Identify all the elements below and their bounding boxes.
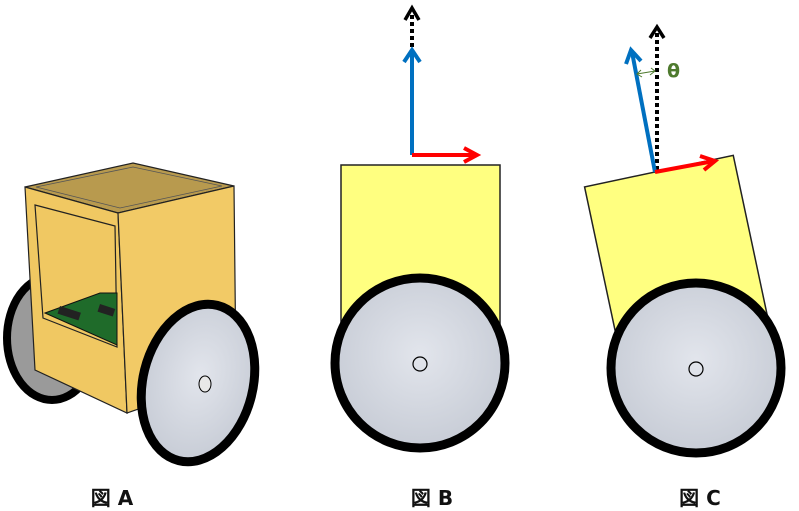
figure-c-tilted <box>583 23 786 458</box>
theta-label: θ <box>667 60 681 82</box>
horizontal-axis-c <box>654 159 715 174</box>
caption-figure-a: 図 A <box>90 486 134 510</box>
caption-figure-b: 図 B <box>410 486 454 510</box>
front-wheel <box>136 299 260 467</box>
figure-a-robot-3d <box>3 162 260 467</box>
caption-figure-c: 図 C <box>679 486 721 510</box>
axle-hub <box>198 375 212 393</box>
pcb-board <box>43 292 118 346</box>
wheel-c <box>606 278 786 458</box>
hub-b <box>412 356 428 372</box>
figure-b-upright <box>330 4 510 453</box>
angle-arc-icon <box>636 67 656 78</box>
vertical-axis-c <box>630 51 657 173</box>
wheel-b <box>330 273 510 453</box>
hub-c <box>688 361 704 377</box>
